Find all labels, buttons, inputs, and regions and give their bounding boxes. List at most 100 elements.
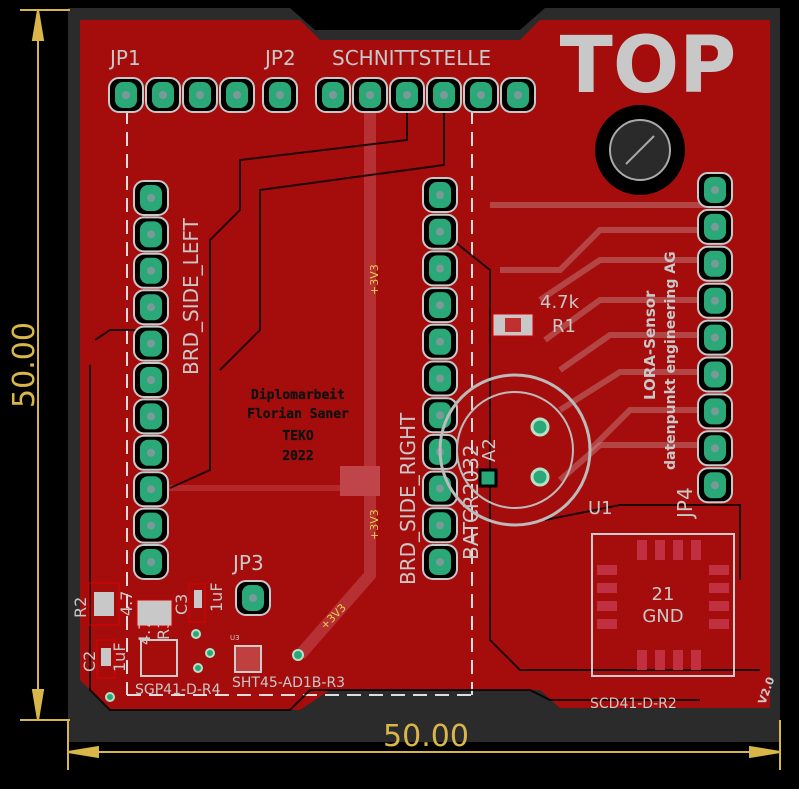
drill-hole — [147, 521, 155, 530]
drill-hole — [436, 301, 444, 310]
u2-part-label: SGP41-D-R4 — [135, 682, 221, 698]
c2-component[interactable] — [96, 639, 116, 679]
u3-part-label: SHT45-AD1B-R3 — [232, 675, 345, 691]
jp4-traces — [490, 202, 715, 483]
r3-component[interactable] — [136, 599, 173, 627]
label-r3-value: 4.7k — [135, 610, 154, 645]
u1-pad-number: 21 — [652, 584, 675, 605]
traces-3v3 — [151, 95, 376, 659]
drill-hole — [159, 91, 167, 99]
c3-component[interactable] — [188, 583, 206, 623]
drill-hole — [147, 558, 155, 566]
keepout-dashes — [126, 110, 473, 696]
label-jp2: JP2 — [263, 46, 296, 70]
drill-hole — [329, 91, 337, 99]
side-text-company: datenpunkt engineering AG — [663, 251, 679, 470]
drill-hole — [147, 339, 155, 348]
drill-hole — [196, 91, 204, 99]
u2-sgp41-component[interactable] — [140, 639, 178, 677]
u3-sht45-component[interactable] — [234, 645, 262, 673]
drill-hole — [436, 374, 444, 383]
r2-body — [94, 592, 114, 616]
r2-component[interactable] — [88, 582, 120, 626]
label-a2: A2 — [479, 438, 500, 462]
side-text-lora: LORA-Sensor — [641, 290, 659, 400]
drill-hole — [366, 91, 374, 99]
u1-pads — [597, 540, 729, 670]
battery-pad[interactable] — [530, 417, 550, 437]
drill-hole — [711, 481, 719, 490]
u1-net-name: GND — [642, 606, 683, 627]
c3-body — [194, 590, 202, 608]
u1-component[interactable] — [591, 533, 735, 677]
label-c3: C3 — [172, 594, 191, 615]
c2-body — [101, 648, 111, 666]
drill-hole — [147, 303, 155, 312]
label-r2: R2 — [71, 597, 90, 618]
drill-hole — [436, 191, 444, 199]
label-schnittstelle: SCHNITTSTELLE — [332, 46, 491, 70]
drill-hole — [436, 411, 444, 420]
drill-hole — [436, 521, 444, 530]
drill-hole — [436, 227, 444, 236]
label-brd-side-right: BRD_SIDE_RIGHT — [396, 412, 420, 585]
drill-hole — [711, 444, 719, 453]
label-c3-value: 1uF — [207, 582, 226, 612]
dimension-lines — [20, 9, 781, 770]
drill-hole — [440, 91, 448, 99]
battery-pad-square[interactable] — [478, 468, 498, 488]
thesis-line-4: 2022 — [282, 449, 313, 464]
u3-label: U3 — [230, 634, 240, 642]
thesis-line-3: TEKO — [282, 429, 313, 444]
battery-pad[interactable] — [530, 467, 550, 487]
drill-hole — [249, 594, 257, 602]
drill-hole — [147, 194, 155, 202]
drill-hole — [436, 558, 444, 566]
battery-holder-outline — [438, 373, 592, 527]
drill-hole — [122, 91, 130, 99]
drill-hole — [477, 91, 485, 99]
drill-hole — [147, 485, 155, 494]
drill-hole — [711, 259, 719, 268]
thesis-line-2: Florian Saner — [247, 407, 349, 422]
label-c2-value: 1uF — [110, 642, 129, 672]
drill-hole — [711, 407, 719, 416]
drill-hole — [711, 222, 719, 231]
drill-hole — [147, 448, 155, 457]
u1-part-label: SCD41-D-R2 — [590, 696, 677, 712]
signal-traces — [89, 95, 760, 711]
vias — [105, 629, 304, 702]
drill-hole — [711, 296, 719, 305]
label-jp1: JP1 — [108, 46, 141, 70]
label-r3: R3 — [154, 619, 173, 640]
battery-holder-inner-ring — [456, 391, 574, 509]
drill-hole — [711, 333, 719, 342]
label-jp4: JP4 — [673, 487, 697, 520]
thesis-text: Diplomarbeit Florian Saner TEKO 2022 — [247, 388, 349, 464]
drill-hole — [147, 376, 155, 384]
drill-hole — [233, 91, 241, 99]
dimension-height: 50.00 — [7, 322, 42, 408]
drill-hole — [147, 230, 155, 239]
drill-hole — [711, 186, 719, 194]
thesis-line-1: Diplomarbeit — [251, 388, 345, 403]
drill-hole — [276, 91, 284, 99]
label-c2: C2 — [80, 651, 99, 672]
r1-body — [505, 318, 521, 332]
label-jp3: JP3 — [231, 551, 264, 575]
drill-hole — [436, 337, 444, 346]
drill-hole — [403, 91, 411, 99]
label-u1: U1 — [588, 498, 613, 519]
drill-hole — [147, 266, 155, 275]
drill-hole — [711, 370, 719, 379]
net-label-3v3-mid: +3V3 — [368, 509, 381, 540]
drill-diameter-icon — [625, 135, 655, 165]
top-label: TOP — [560, 21, 737, 111]
label-brd-side-left: BRD_SIDE_LEFT — [179, 217, 203, 375]
pads — [108, 77, 733, 616]
drill-hole — [147, 412, 155, 421]
label-r1: R1 — [552, 316, 576, 337]
dimension-width: 50.00 — [383, 719, 469, 754]
label-r2-value: 4.7 — [117, 591, 136, 616]
